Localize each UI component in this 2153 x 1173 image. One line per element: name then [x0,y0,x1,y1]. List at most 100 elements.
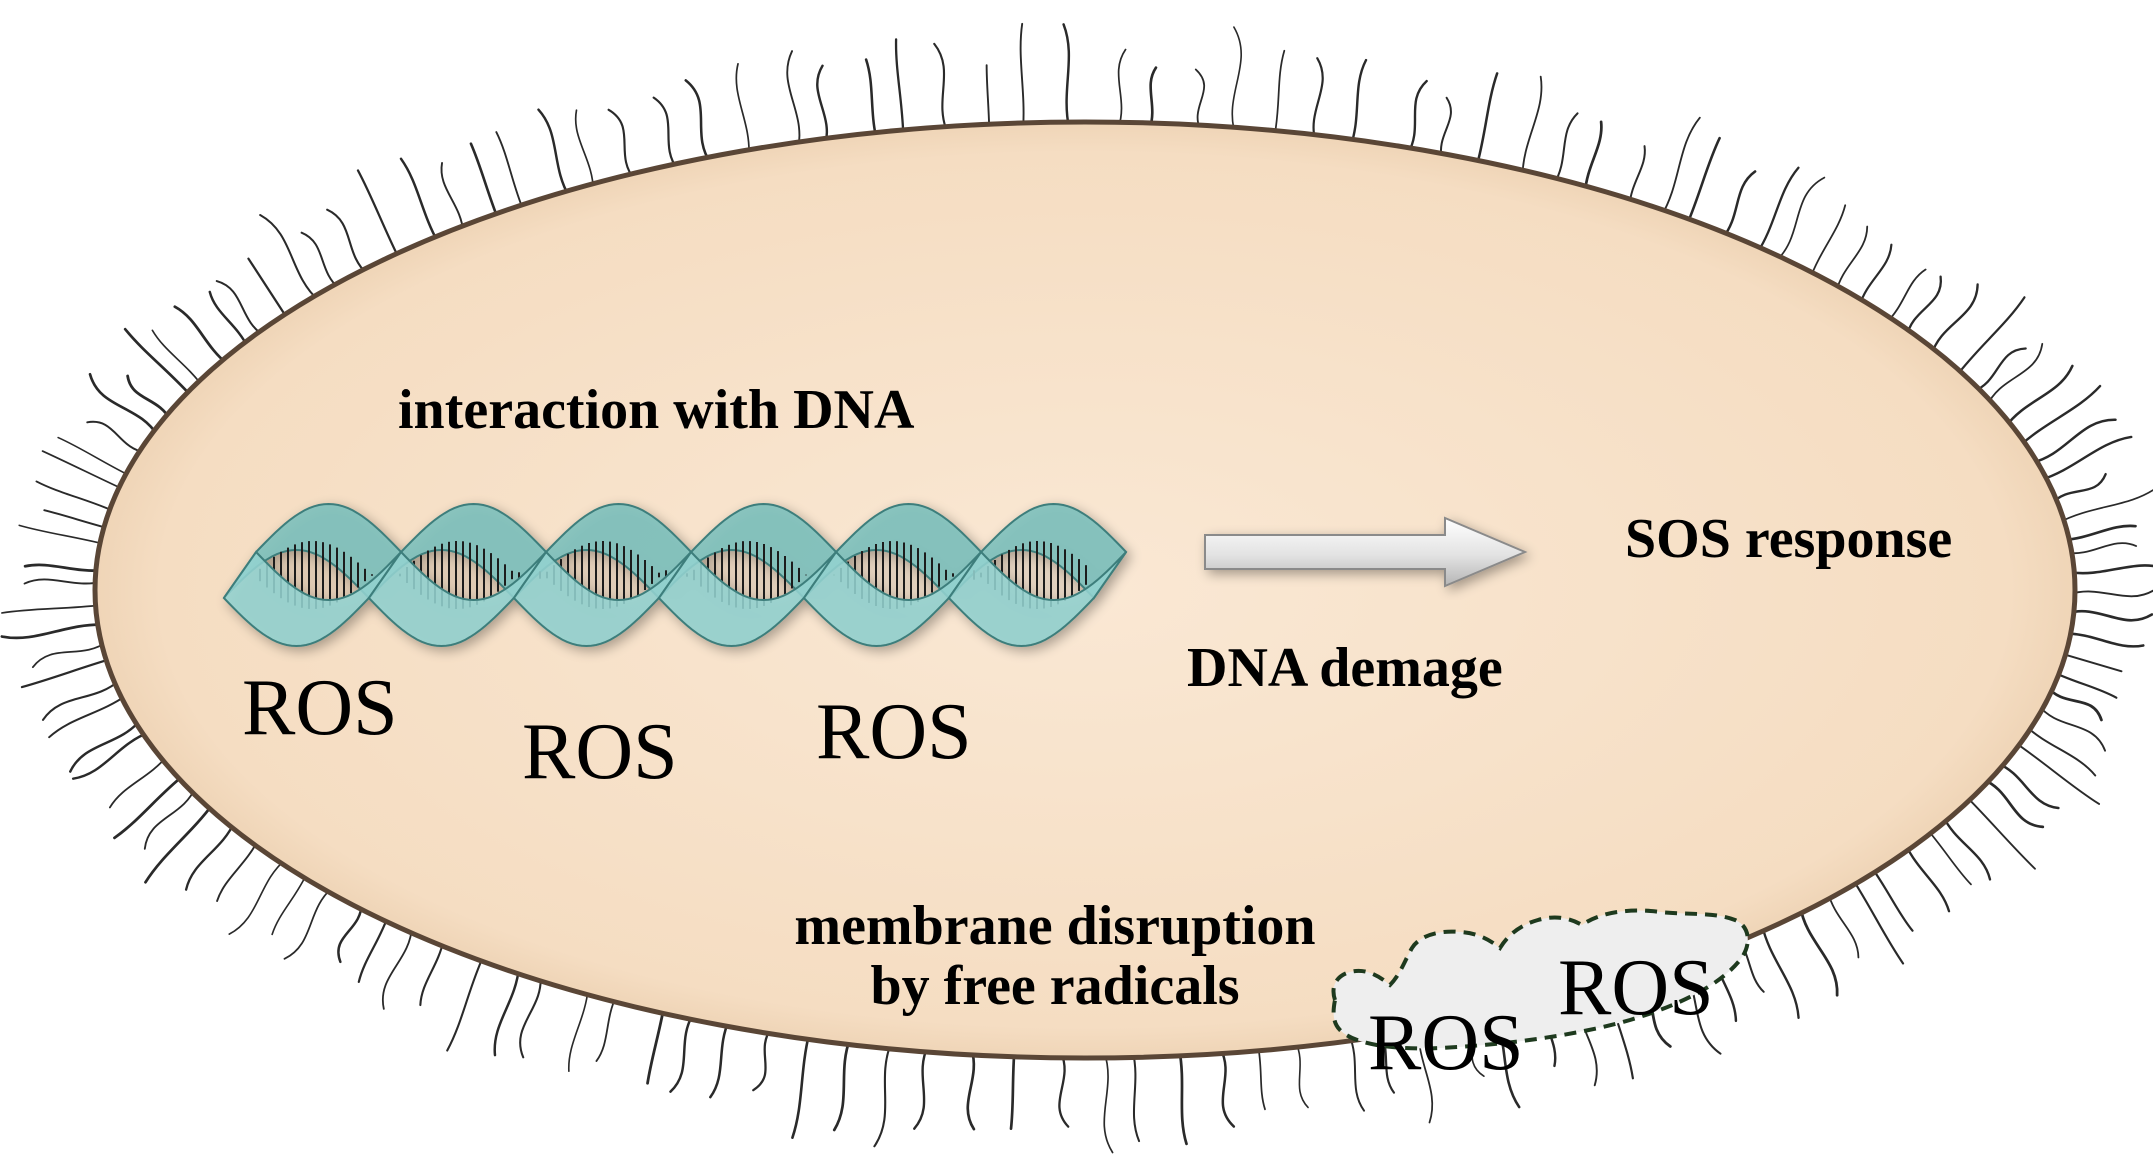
pilus [1475,72,1499,168]
pilus [86,420,147,454]
pili-group [0,22,2153,1154]
pilus [1827,891,1860,959]
pilus [1756,166,1800,255]
pilus [1798,905,1839,997]
pilus [1941,814,1992,881]
pilus [1349,58,1368,147]
dna-damage-label: DNA demage [1187,637,1503,699]
pilus [1148,66,1158,131]
pilus [493,966,521,1057]
pilus [440,161,465,234]
ros-label: ROS [1558,944,1714,1032]
pilus [48,693,128,739]
pilus [1721,170,1757,240]
pilus [684,79,712,165]
pilus [1439,96,1452,161]
pilus [1117,48,1127,130]
pilus [446,954,485,1052]
pilus [0,623,106,640]
pilus [23,578,103,585]
pilus [1177,1048,1188,1146]
pilus [1231,26,1243,135]
pilus [1905,275,1942,338]
pilus [216,838,260,902]
pilus [1851,877,1905,965]
pilus [283,886,334,960]
membrane-disruption-line-1: membrane disruption [794,895,1316,957]
pilus [23,563,104,573]
pilus [1312,57,1324,142]
pilus [791,1032,811,1139]
pilus [1194,68,1206,133]
pilus [271,871,309,936]
pilus [966,1047,976,1131]
pilus [1218,1046,1236,1128]
pilus [108,755,169,809]
pilus [57,436,133,478]
right-arrow-icon [1204,516,1528,588]
dna-strand-segment [947,550,1127,648]
pilus [786,50,801,150]
pilus [173,305,229,366]
pilus [31,640,109,669]
pilus [2039,435,2133,482]
pilus [1964,794,2036,870]
pilus [2004,364,2074,429]
pilus [652,96,679,171]
pilus [2066,609,2153,622]
pilus [208,290,250,349]
pilus [2066,564,2153,575]
pilus [2068,589,2153,598]
pilus [1930,283,1979,357]
ros-label: ROS [522,708,678,796]
sos-response-label: SOS response [1625,508,1953,570]
pilus [2057,489,2153,524]
pilus [247,257,290,321]
pilus [1009,1049,1016,1131]
pilus [18,524,107,546]
pilus [43,509,111,530]
pilus [2052,670,2118,699]
pilus [1904,843,1951,913]
pilus [1294,1040,1309,1109]
pilus [69,718,142,773]
pilus [1995,761,2060,810]
pilus [184,820,236,891]
pilus [669,1012,695,1093]
pilus [1058,1050,1070,1128]
pilus [144,802,215,884]
pilus [709,1019,731,1099]
pilus [595,995,618,1062]
pilus [71,731,151,780]
pilus [1,604,103,614]
pilus [1685,136,1721,227]
pilus [568,987,589,1072]
pilus [35,480,117,513]
pilus [1858,243,1893,307]
pilus [2024,724,2097,777]
pilus [1273,49,1286,138]
pilus [88,372,160,438]
pilus [381,925,413,1010]
pilus [2061,524,2137,542]
pilus [894,38,905,138]
interaction-with-dna-label: interaction with DNA [398,379,915,441]
pilus [143,786,197,850]
pilus [1552,112,1579,186]
pilus [2029,418,2117,465]
pilus [1835,225,1869,293]
pilus [933,42,949,134]
pilus [752,1026,773,1092]
pilus [337,901,363,964]
pilus [519,973,542,1059]
pilus [1131,1050,1141,1143]
pilus [41,678,121,721]
pilus [113,773,186,840]
pilus [985,64,991,132]
membrane-disruption-label: membrane disruption by free radicals [745,898,1365,1014]
pilus [646,1006,666,1085]
pilus [1628,145,1646,207]
pilus [1980,777,2045,829]
dna-double-helix-icon [222,502,1128,648]
